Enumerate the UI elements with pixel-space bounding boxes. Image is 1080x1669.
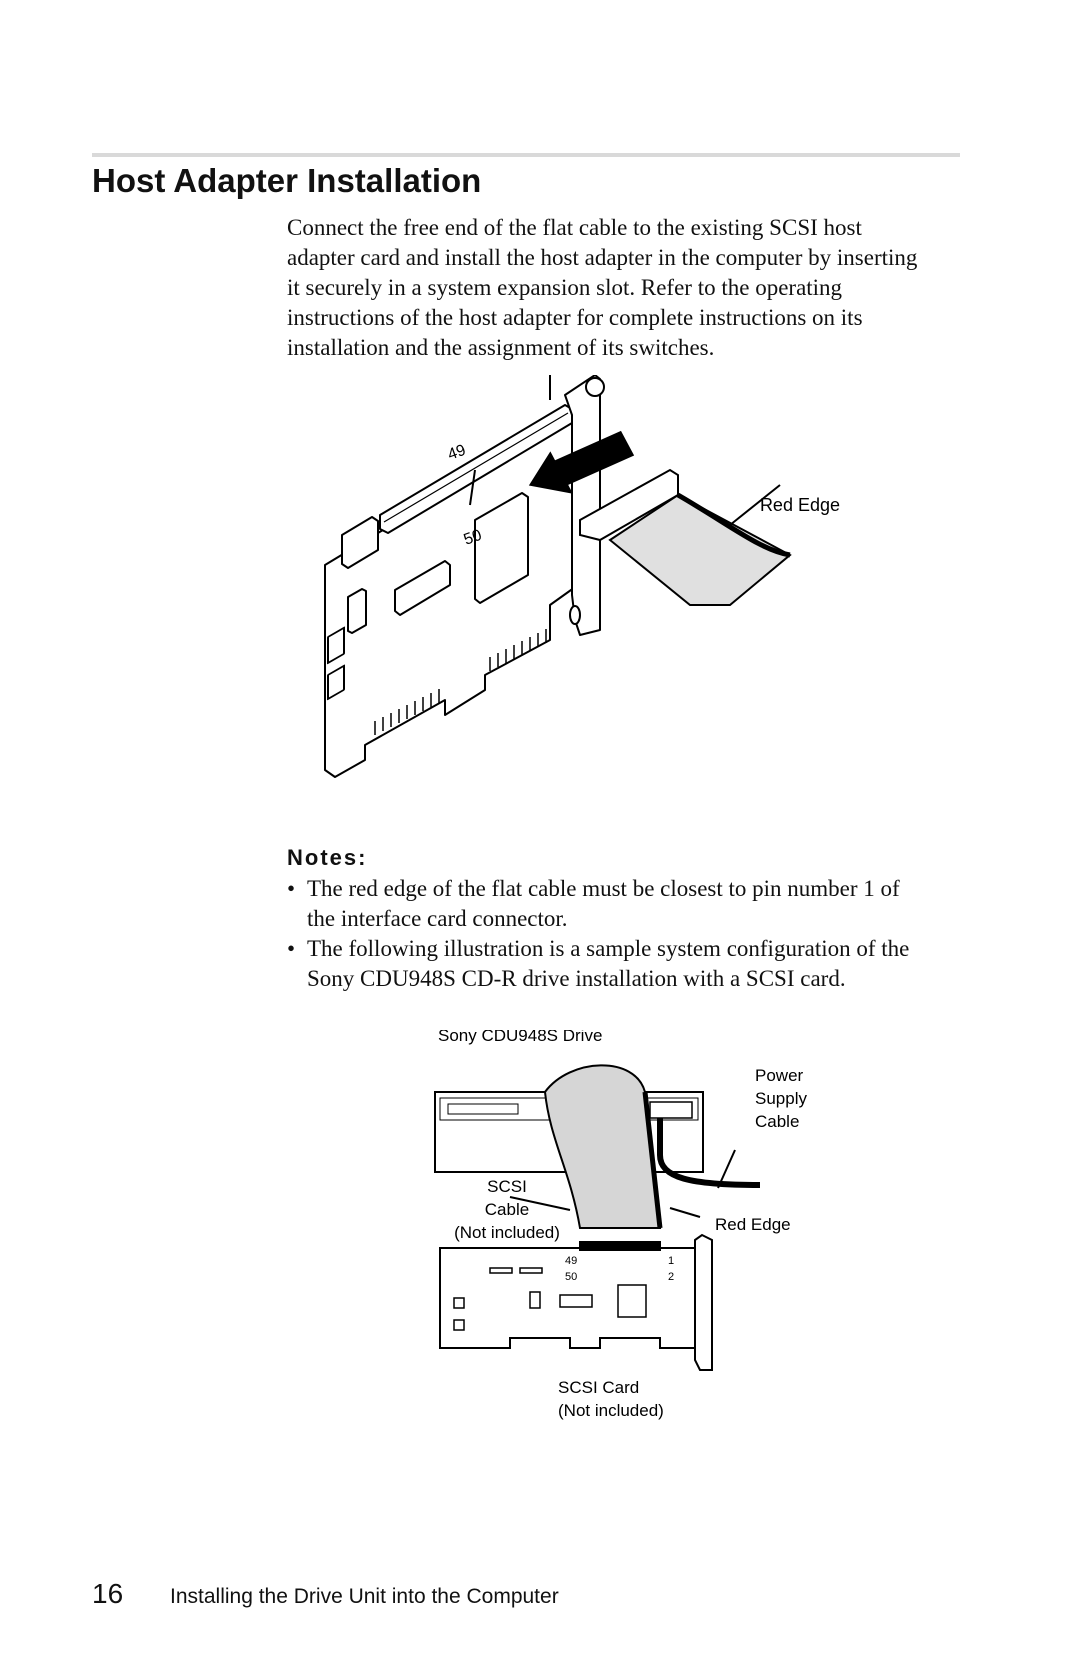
- card-chip-f: [453, 1297, 465, 1309]
- pin-50-label: 50: [462, 527, 485, 549]
- body-line: Connect the free end of the flat cable t…: [287, 215, 862, 240]
- pin-1-label: 1: [547, 375, 556, 378]
- bullet-glyph: •: [287, 876, 296, 901]
- power-supply-label-1: Power: [755, 1066, 804, 1085]
- chip-mid: [394, 560, 451, 616]
- bracket-screw: [585, 377, 605, 397]
- cable-ribbon: [608, 493, 792, 606]
- power-supply-label-3: Cable: [755, 1112, 799, 1131]
- scsi-card-label-2: (Not included): [558, 1401, 664, 1420]
- card-chip-e: [617, 1284, 647, 1318]
- scsi-cable-leader: [509, 1196, 571, 1211]
- power-supply-cable: [657, 1118, 761, 1188]
- section-title: Host Adapter Installation: [92, 162, 482, 199]
- scsi-card-label-1: SCSI Card: [558, 1378, 639, 1397]
- note-line: the interface card connector.: [307, 906, 568, 931]
- note-line: The following illustration is a sample s…: [307, 936, 910, 961]
- card-chip-c: [529, 1291, 541, 1309]
- card-chip-a: [489, 1267, 513, 1274]
- pin50-leader: [469, 469, 476, 506]
- header-rule: [92, 153, 960, 157]
- system-configuration-illustration: Sony CDU948S Drive Power Supply Cable SC…: [434, 1030, 807, 1420]
- note-line: The red edge of the flat cable must be c…: [307, 876, 900, 901]
- bracket-slot: [569, 605, 581, 625]
- red-edge-label: Red Edge: [760, 495, 840, 515]
- card-chip-d: [559, 1294, 593, 1308]
- pin-49-label: 49: [446, 442, 469, 464]
- scsi-flat-cable: [543, 1064, 662, 1229]
- drive-connector: [447, 1103, 519, 1115]
- pin-1-label-2: 1: [668, 1255, 674, 1267]
- list-item: • The red edge of the flat cable must be…: [287, 874, 967, 934]
- insert-direction-arrow: [528, 430, 635, 494]
- body-line: installation and the assignment of its s…: [287, 335, 715, 360]
- notes-list: • The red edge of the flat cable must be…: [287, 874, 967, 994]
- chip-tall: [347, 588, 367, 634]
- card-chip-b: [519, 1267, 543, 1274]
- body-line: adapter card and install the host adapte…: [287, 245, 918, 270]
- red-edge-leader: [729, 484, 781, 526]
- power-connector: [649, 1101, 693, 1119]
- chip-large: [474, 492, 529, 604]
- note-line: Sony CDU948S CD-R drive installation wit…: [307, 966, 846, 991]
- red-edge-label-2: Red Edge: [715, 1215, 791, 1234]
- flat-cable: [579, 468, 792, 606]
- card-chip-g: [453, 1319, 465, 1331]
- card-bracket: [694, 1233, 713, 1371]
- body-line: instructions of the host adapter for com…: [287, 305, 863, 330]
- section-body: Connect the free end of the flat cable t…: [287, 213, 967, 363]
- card-connector: [579, 1241, 661, 1251]
- scsi-cable-label-3: (Not included): [454, 1223, 560, 1242]
- pin-50-label-2: 50: [565, 1271, 577, 1283]
- pin-49-label-2: 49: [565, 1255, 577, 1267]
- scsi-cable-label-1: SCSI: [487, 1177, 527, 1196]
- chip-small: [341, 516, 379, 569]
- red-edge-line: [642, 1091, 663, 1229]
- list-item: • The following illustration is a sample…: [287, 934, 967, 994]
- scsi-cable-label-2: Cable: [485, 1200, 529, 1219]
- power-supply-label-2: Supply: [755, 1089, 807, 1108]
- chapter-title: Installing the Drive Unit into the Compu…: [170, 1585, 559, 1608]
- red-edge-leader-2: [669, 1207, 701, 1218]
- chip-box-a: [327, 626, 345, 665]
- power-leader: [717, 1149, 736, 1189]
- chip-box-b: [327, 664, 345, 701]
- edge-connector-fingers: [374, 629, 547, 735]
- notes-heading: Notes:: [287, 845, 368, 870]
- body-line: it securely in a system expansion slot. …: [287, 275, 843, 300]
- drive-label: Sony CDU948S Drive: [438, 1030, 602, 1045]
- bullet-glyph: •: [287, 936, 296, 961]
- host-adapter-illustration: 1 49 50 Red Edge: [324, 375, 840, 778]
- pin-2-label-2: 2: [668, 1271, 674, 1283]
- page-number: 16: [92, 1578, 124, 1609]
